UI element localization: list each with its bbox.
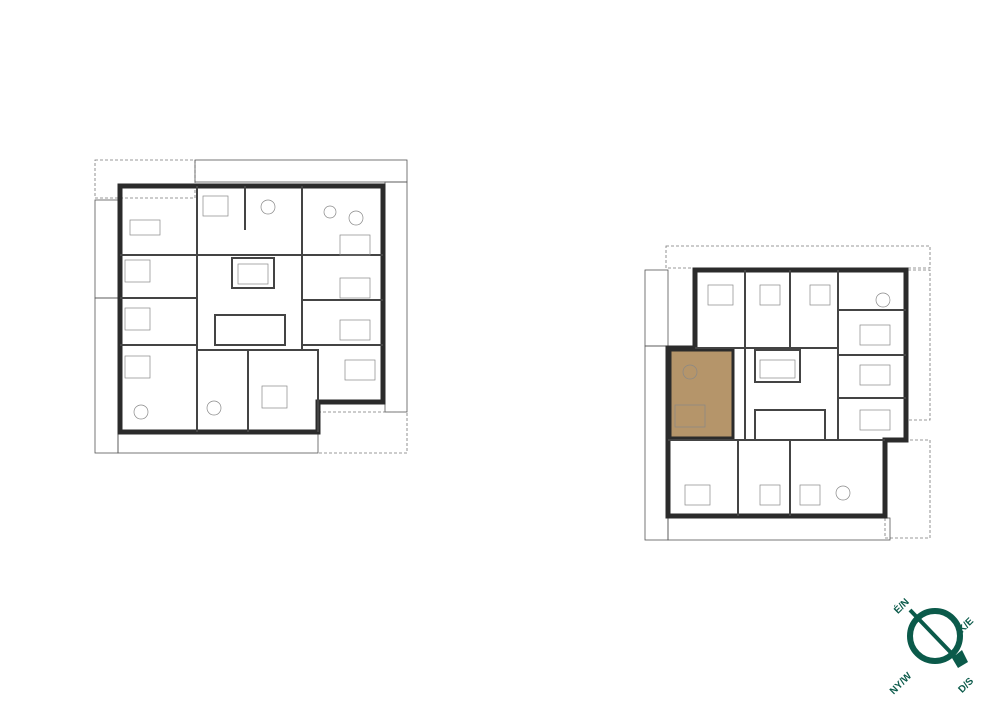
furniture xyxy=(674,284,891,506)
compass: É/N K/E D/S NY/W xyxy=(888,595,976,697)
compass-ring-icon xyxy=(907,608,963,664)
compass-needle-icon xyxy=(908,608,960,662)
highlighted-apartment[interactable] xyxy=(668,348,735,440)
walls xyxy=(665,267,909,519)
compass-west: NY/W xyxy=(888,670,915,697)
floor-plan-right xyxy=(644,245,931,541)
compass-north: É/N xyxy=(891,595,912,616)
compass-south: D/S xyxy=(957,676,977,696)
walls xyxy=(117,183,386,435)
floor-plan-left xyxy=(94,159,408,454)
balcony-outlines xyxy=(94,159,408,454)
furniture xyxy=(124,195,376,420)
